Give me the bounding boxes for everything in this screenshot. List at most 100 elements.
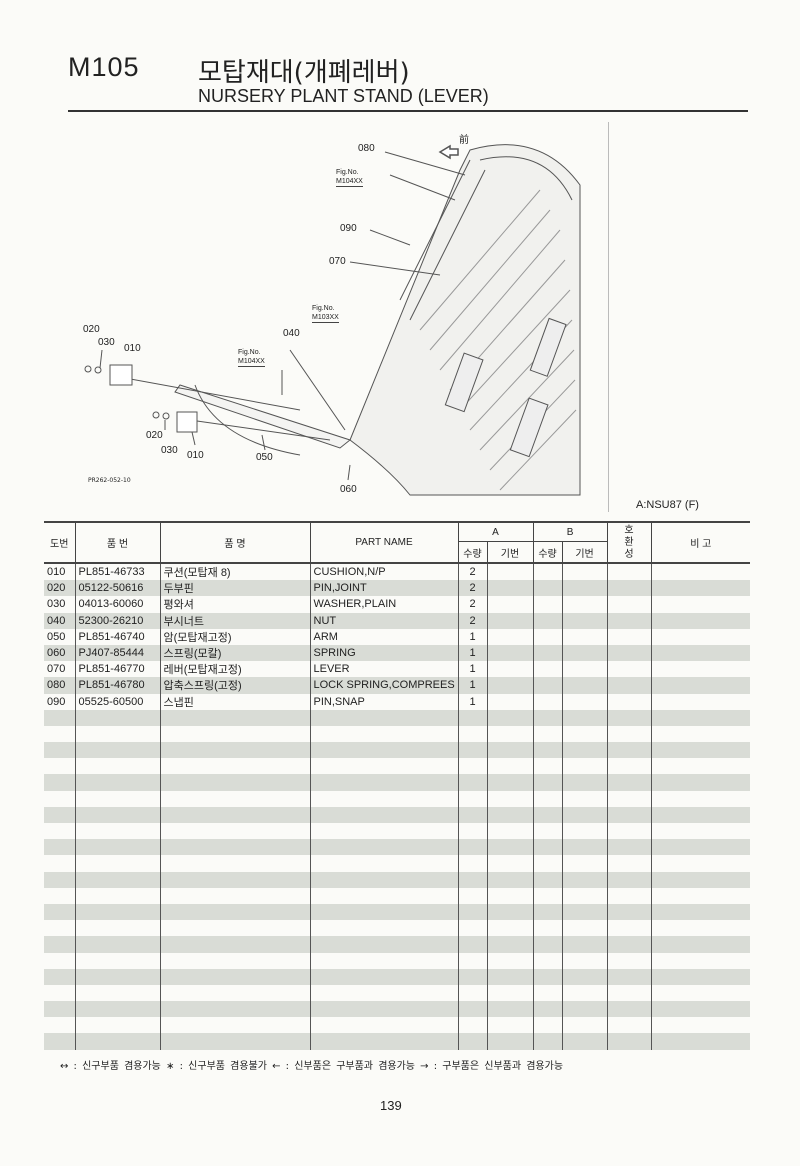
cell-name-ko [159, 709, 310, 726]
diagram-divider [608, 122, 609, 512]
cell-part-no: PL851-46733 [74, 563, 160, 581]
cell-no [44, 791, 75, 807]
col-b-qty: 수량 [532, 541, 563, 564]
cell-name-ko [159, 871, 310, 888]
cell-remarks [650, 790, 751, 807]
cell-model-a [486, 790, 534, 807]
cell-part-name [309, 968, 458, 985]
cell-qty-b [532, 887, 563, 904]
cell-remarks [650, 839, 751, 856]
cell-model-b [561, 628, 608, 645]
cell-qty-a [457, 806, 487, 823]
cell-qty-b [532, 790, 563, 807]
cell-qty-b [532, 596, 563, 613]
cell-no [44, 888, 75, 904]
empty-row [44, 839, 751, 856]
cell-part-no [74, 758, 160, 775]
cell-part-no [74, 968, 160, 985]
cell-part-name: LEVER [309, 661, 458, 678]
cell-model-b [561, 709, 608, 726]
cell-model-b [561, 952, 608, 969]
cell-remarks [650, 725, 751, 743]
cell-name-ko [159, 790, 310, 807]
cell-qty-a: 1 [457, 677, 487, 694]
cell-part-name: PIN,SNAP [309, 693, 458, 710]
cell-model-b [561, 806, 608, 823]
cell-interchange [606, 758, 652, 775]
cell-remarks [650, 644, 751, 662]
cell-model-a [486, 693, 534, 710]
cell-part-no: PL851-46770 [74, 661, 160, 678]
cell-part-no [74, 725, 160, 743]
cell-no [44, 758, 75, 774]
cell-interchange [606, 871, 652, 888]
cell-model-b [561, 774, 608, 791]
cell-name-ko [159, 758, 310, 775]
cell-model-b [561, 612, 608, 629]
cell-qty-b [532, 920, 563, 937]
cell-remarks [650, 758, 751, 775]
cell-part-name [309, 1033, 458, 1050]
empty-row [44, 952, 751, 969]
cell-interchange [606, 661, 652, 678]
cell-qty-a [457, 887, 487, 904]
cell-remarks [650, 920, 751, 937]
cell-remarks [650, 742, 751, 759]
cell-model-b [561, 1033, 608, 1050]
cell-part-name: NUT [309, 612, 458, 629]
cell-model-b [561, 758, 608, 775]
cell-model-a [486, 677, 534, 694]
cell-part-no [74, 1033, 160, 1050]
callout-020: 020 [83, 324, 100, 335]
cell-model-a [486, 742, 534, 759]
cell-interchange [606, 709, 652, 726]
cell-model-b [561, 677, 608, 694]
col-no: 도번 [44, 521, 75, 564]
cell-remarks [650, 936, 751, 953]
cell-remarks [650, 612, 751, 629]
cell-interchange [606, 1033, 652, 1050]
cell-interchange [606, 903, 652, 921]
callout-090: 090 [340, 223, 357, 234]
cell-model-a [486, 871, 534, 888]
col-part-no: 품 번 [74, 521, 160, 564]
cell-qty-b [532, 984, 563, 1002]
cell-no [44, 709, 75, 726]
cell-part-no [74, 806, 160, 823]
empty-row [44, 823, 751, 840]
cell-qty-b [532, 806, 563, 823]
cell-model-b [561, 903, 608, 921]
cell-no [44, 903, 75, 921]
callout-070: 070 [329, 256, 346, 267]
empty-row [44, 855, 751, 872]
cell-model-a [486, 839, 534, 856]
cell-model-a [486, 968, 534, 985]
cell-no [44, 953, 75, 969]
cell-remarks [650, 806, 751, 823]
cell-part-no [74, 742, 160, 759]
cell-interchange [606, 677, 652, 694]
cell-part-name [309, 725, 458, 743]
cell-remarks [650, 1033, 751, 1050]
cell-no: 020 [44, 580, 75, 597]
cell-no: 010 [47, 566, 66, 579]
cell-no [44, 839, 75, 856]
cell-interchange [606, 596, 652, 613]
cell-part-no [74, 984, 160, 1002]
cell-remarks [650, 774, 751, 791]
empty-row [44, 887, 751, 904]
cell-qty-b [532, 903, 563, 921]
cell-qty-a: 2 [457, 580, 487, 597]
cell-no: 050 [47, 630, 66, 643]
cell-model-b [561, 661, 608, 678]
cell-part-name [309, 806, 458, 823]
cell-name-ko [159, 920, 310, 937]
empty-row [44, 903, 751, 921]
cell-part-no [74, 952, 160, 969]
cell-part-name [309, 709, 458, 726]
cell-interchange [606, 920, 652, 937]
cell-name-ko [159, 887, 310, 904]
cell-part-name [309, 742, 458, 759]
cell-interchange [606, 1017, 652, 1034]
